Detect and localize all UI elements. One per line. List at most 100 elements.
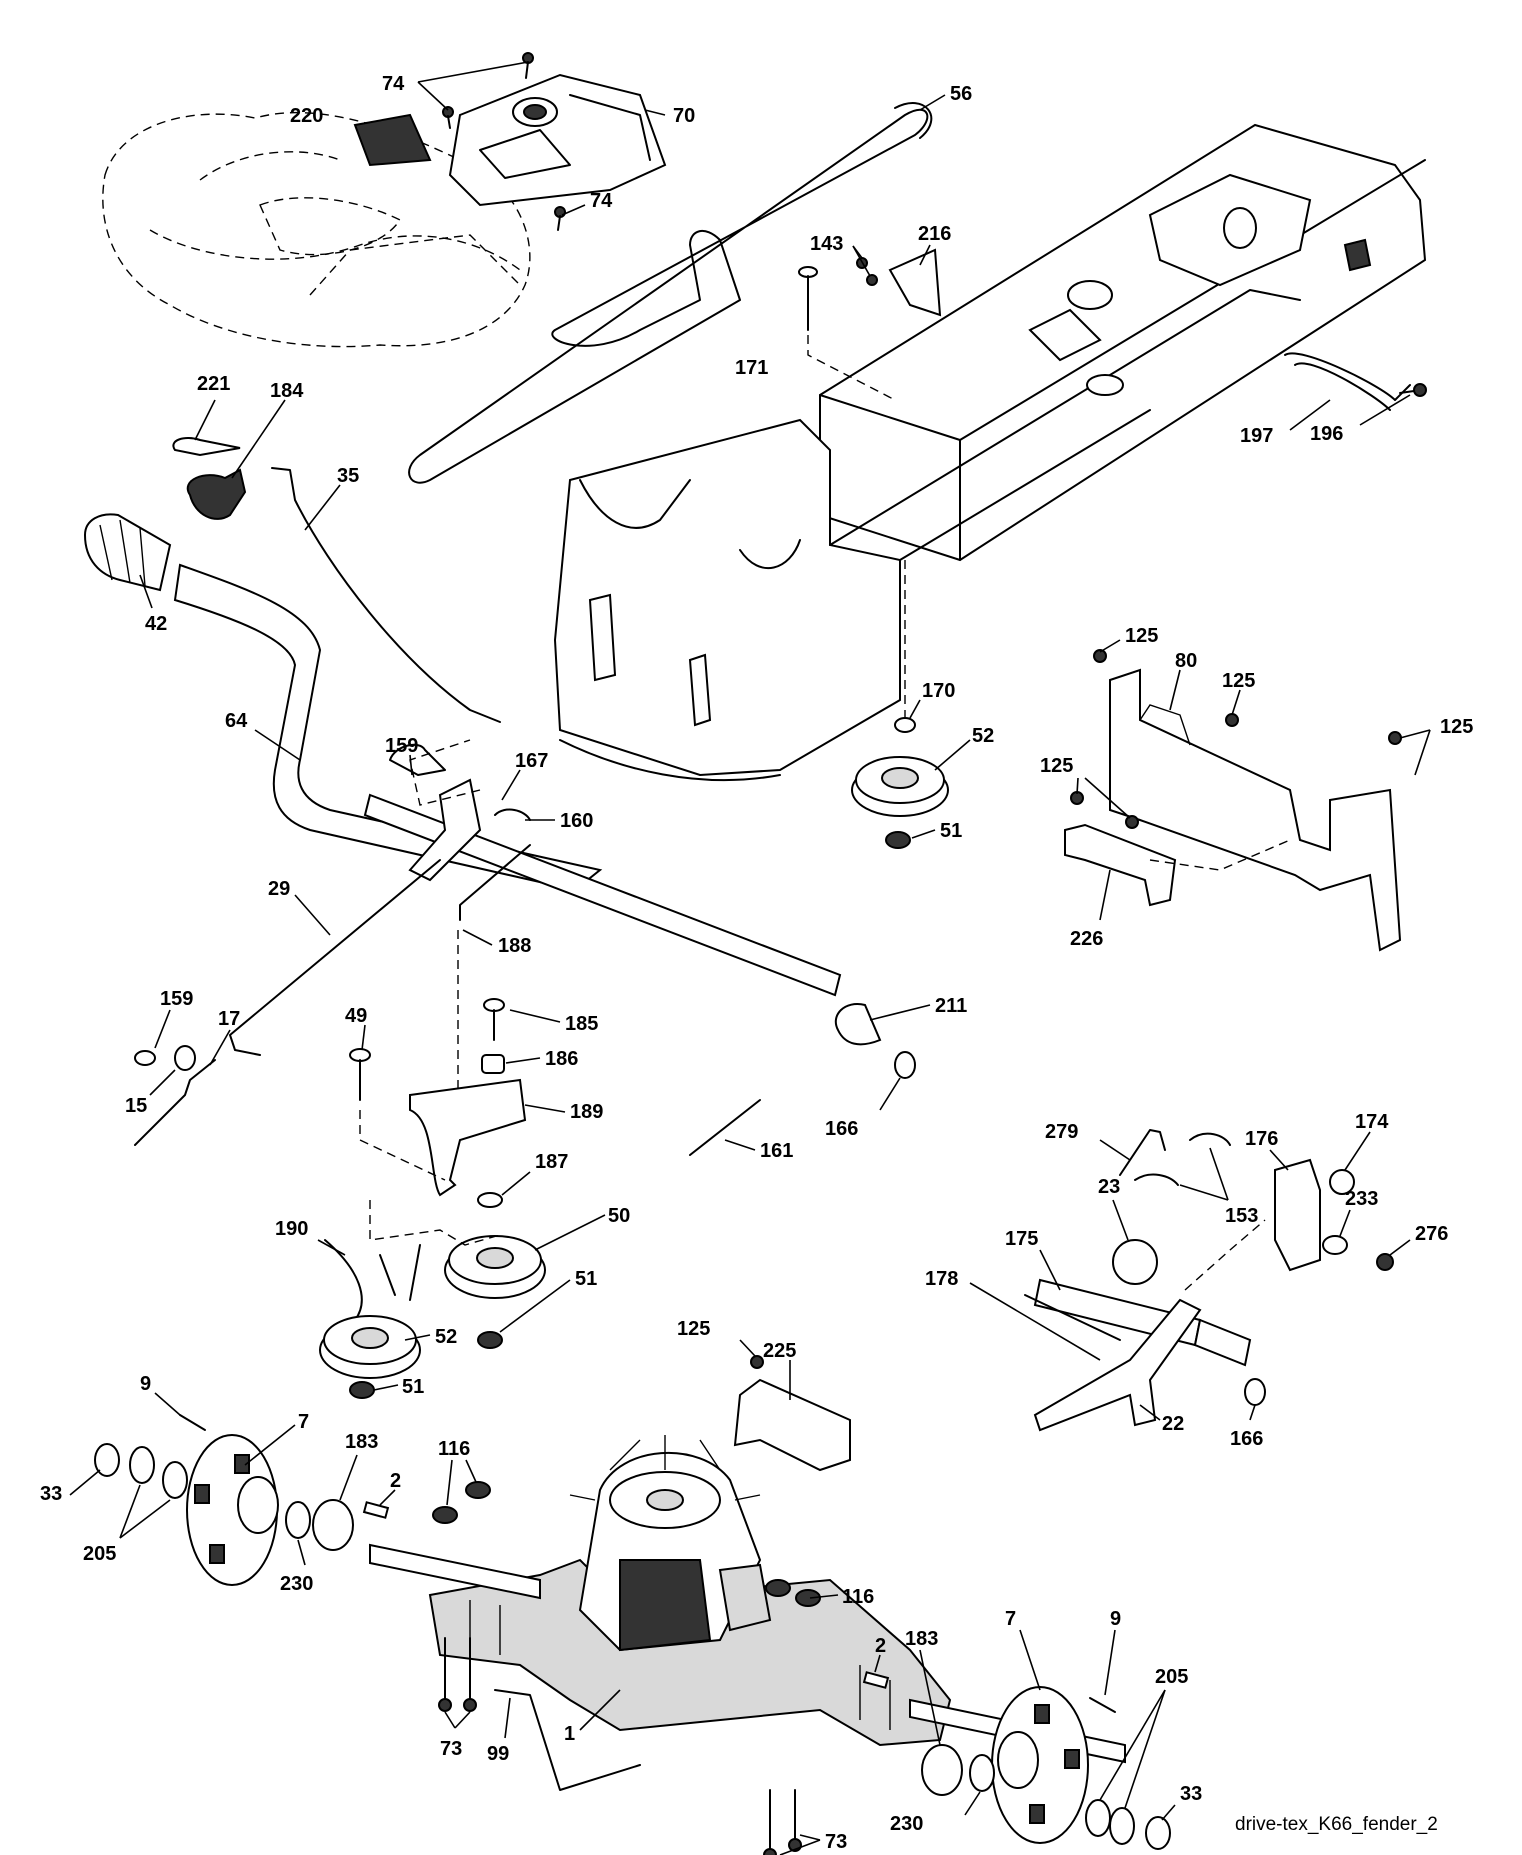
part-226-bracket [1064, 823, 1177, 907]
label-51: 51 [575, 1268, 597, 1290]
part-17-spring [134, 1059, 216, 1146]
part-9-bolt-right [1089, 1697, 1116, 1713]
label-116: 116 [842, 1586, 874, 1608]
label-226: 226 [1070, 928, 1103, 950]
label-153: 153 [1225, 1205, 1258, 1227]
part-205-washer-right-a [1085, 1799, 1111, 1837]
label-197: 197 [1240, 425, 1273, 447]
key-2-left [362, 1501, 390, 1519]
part-211-bushing [835, 1003, 882, 1046]
label-125: 125 [1222, 670, 1255, 692]
label-143: 143 [810, 233, 843, 255]
part-49-bolt [349, 1048, 371, 1101]
label-73: 73 [440, 1738, 462, 1760]
label-221: 221 [197, 373, 230, 395]
label-9: 9 [1110, 1608, 1121, 1630]
part-35-rod [271, 467, 501, 723]
label-51: 51 [940, 820, 962, 842]
part-183-bushing-right [921, 1744, 963, 1796]
part-22-pedal-arm [1033, 1298, 1202, 1432]
part-70-console [448, 73, 667, 207]
part-279-rod [1119, 1129, 1166, 1176]
fender-body [102, 111, 531, 348]
label-184: 184 [270, 380, 304, 402]
part-233-washer [1322, 1235, 1348, 1255]
label-22: 22 [1162, 1413, 1184, 1435]
label-29: 29 [268, 878, 290, 900]
label-99: 99 [487, 1743, 509, 1765]
label-186: 186 [545, 1048, 578, 1070]
part-52-pulley-lower [319, 1315, 421, 1379]
label-166: 166 [825, 1118, 858, 1140]
label-33: 33 [40, 1483, 62, 1505]
label-52: 52 [435, 1326, 457, 1348]
label-125: 125 [1040, 755, 1073, 777]
label-230: 230 [890, 1813, 923, 1835]
part-56-belt [408, 102, 933, 484]
part-216-bracket [856, 248, 942, 317]
part-50-pulley [444, 1235, 546, 1299]
part-276-bolt [1376, 1253, 1394, 1271]
label-160: 160 [560, 810, 593, 832]
label-15: 15 [125, 1095, 147, 1117]
part-184-knob [186, 468, 247, 520]
part-15-washer [174, 1045, 196, 1071]
label-49: 49 [345, 1005, 367, 1027]
label-74: 74 [382, 73, 405, 95]
part-187-spacer [477, 1192, 503, 1208]
label-125: 125 [677, 1318, 710, 1340]
part-197-rod [1284, 352, 1427, 411]
part-9-bolt-left [179, 1414, 206, 1431]
label-64: 64 [225, 710, 248, 732]
part-205-washer-left-a [129, 1446, 155, 1484]
label-230: 230 [280, 1573, 313, 1595]
assembly-dash-lines [359, 560, 1291, 1291]
label-185: 185 [565, 1013, 598, 1035]
label-2: 2 [875, 1635, 886, 1657]
part-205-washer-right-b [1109, 1807, 1135, 1845]
label-74: 74 [590, 190, 613, 212]
label-190: 190 [275, 1218, 308, 1240]
part-80-bracket [1109, 668, 1402, 952]
part-167-linkage [408, 778, 482, 882]
part-225-bracket [733, 1378, 851, 1472]
part-42-grip [83, 513, 172, 592]
label-159: 159 [385, 735, 418, 757]
part-52-pulley-upper [851, 756, 949, 817]
label-116: 116 [438, 1438, 470, 1460]
part-22-shaft [1193, 1318, 1252, 1367]
part-189-idler-arm [409, 1078, 527, 1197]
label-174: 174 [1355, 1111, 1389, 1133]
screw-74-group [442, 52, 566, 231]
label-189: 189 [570, 1101, 603, 1123]
part-33-clip-left [94, 1443, 120, 1477]
part-64-pedal-shaft [173, 563, 842, 997]
part-183-bushing-left [312, 1499, 354, 1551]
part-220-pad [353, 113, 432, 167]
label-220: 220 [290, 105, 323, 127]
label-187: 187 [535, 1151, 568, 1173]
label-196: 196 [1310, 423, 1343, 445]
part-186-spacer [481, 1054, 505, 1074]
label-166: 166 [1230, 1428, 1263, 1450]
label-161: 161 [760, 1140, 793, 1162]
label-73: 73 [825, 1831, 847, 1853]
part-171-bolt [798, 266, 896, 401]
label-50: 50 [608, 1205, 630, 1227]
label-276: 276 [1415, 1223, 1448, 1245]
part-159-pin-lower [134, 1050, 156, 1066]
diagram-caption: drive-tex_K66_fender_2 [1235, 1814, 1438, 1835]
label-51: 51 [402, 1376, 424, 1398]
label-9: 9 [140, 1373, 151, 1395]
label-178: 178 [925, 1268, 958, 1290]
part-7-hub-right [991, 1686, 1089, 1844]
part-170-washer [894, 717, 916, 733]
part-174-washer [1329, 1169, 1355, 1195]
part-166-washer-lower [1244, 1378, 1266, 1406]
label-2: 2 [390, 1470, 401, 1492]
label-159: 159 [160, 988, 193, 1010]
label-211: 211 [935, 995, 967, 1017]
label-167: 167 [515, 750, 548, 772]
label-33: 33 [1180, 1783, 1202, 1805]
label-279: 279 [1045, 1121, 1078, 1143]
